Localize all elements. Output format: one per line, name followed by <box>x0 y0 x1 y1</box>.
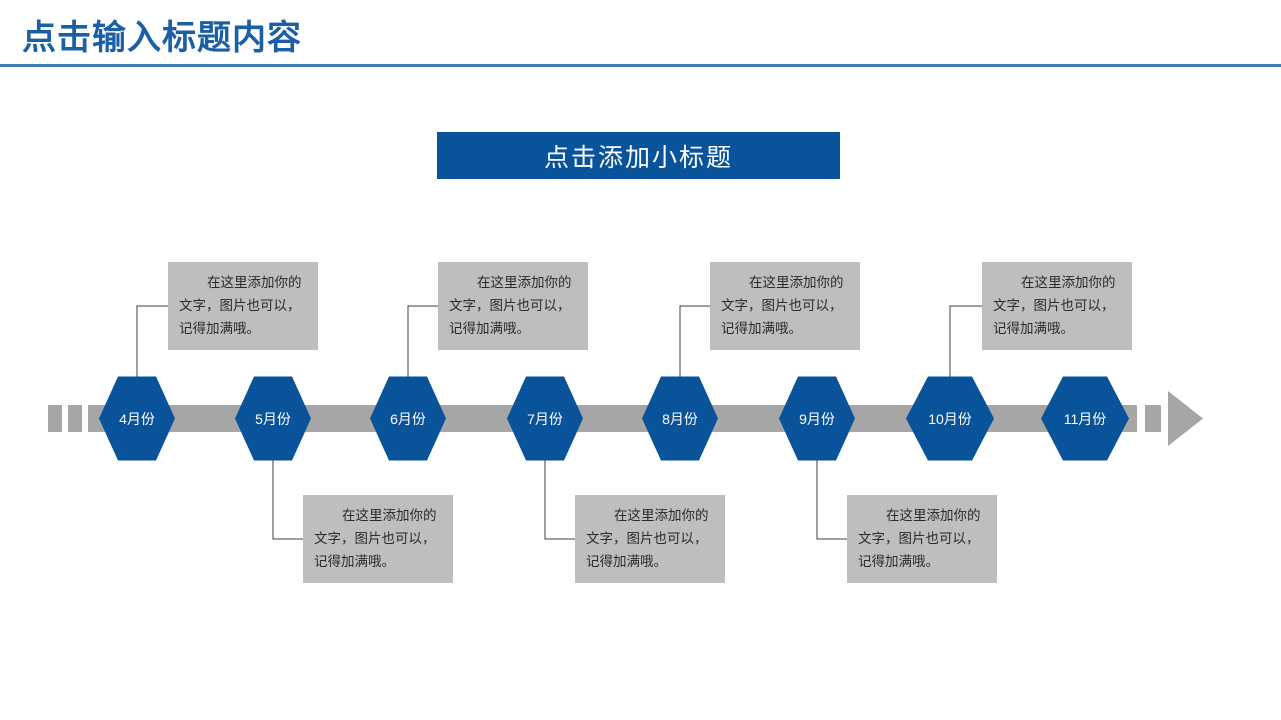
note-box-lower-2[interactable]: 在这里添加你的文字，图片也可以，记得加满哦。 <box>575 495 725 583</box>
connector-upper-3 <box>679 305 710 377</box>
milestone-hexagon-8月份[interactable] <box>642 376 718 461</box>
milestone-hexagons[interactable] <box>99 376 1129 461</box>
connector-lower-3 <box>816 460 847 540</box>
milestone-hexagon-7月份[interactable] <box>507 376 583 461</box>
note-box-lower-1[interactable]: 在这里添加你的文字，图片也可以，记得加满哦。 <box>303 495 453 583</box>
milestone-hexagon-11月份[interactable] <box>1041 376 1129 461</box>
bar-dash-left-1 <box>48 405 62 432</box>
connector-lower-2 <box>544 460 575 540</box>
milestone-hexagon-10月份[interactable] <box>906 376 994 461</box>
note-box-upper-4[interactable]: 在这里添加你的文字，图片也可以，记得加满哦。 <box>982 262 1132 350</box>
note-box-upper-3[interactable]: 在这里添加你的文字，图片也可以，记得加满哦。 <box>710 262 860 350</box>
note-box-upper-1[interactable]: 在这里添加你的文字，图片也可以，记得加满哦。 <box>168 262 318 350</box>
connector-upper-2 <box>407 305 438 377</box>
title-underline-rule <box>0 64 1281 67</box>
milestone-hexagon-4月份[interactable] <box>99 376 175 461</box>
connector-upper-4 <box>949 305 982 377</box>
timeline-arrow-bar <box>48 391 1203 446</box>
milestone-hexagon-9月份[interactable] <box>779 376 855 461</box>
bar-dash-left-2 <box>68 405 82 432</box>
page-title: 点击输入标题内容 <box>22 19 302 57</box>
note-box-lower-3[interactable]: 在这里添加你的文字，图片也可以，记得加满哦。 <box>847 495 997 583</box>
connector-upper-1 <box>136 305 168 377</box>
bar-arrow-head <box>1168 391 1203 446</box>
bar-dash-right-2 <box>1145 405 1161 432</box>
note-box-upper-2[interactable]: 在这里添加你的文字，图片也可以，记得加满哦。 <box>438 262 588 350</box>
connector-lines <box>136 305 982 540</box>
milestone-hexagon-6月份[interactable] <box>370 376 446 461</box>
milestone-hexagon-5月份[interactable] <box>235 376 311 461</box>
subtitle-banner[interactable]: 点击添加小标题 <box>437 132 840 179</box>
connector-lower-1 <box>272 460 303 540</box>
subtitle-banner-label: 点击添加小标题 <box>543 143 733 172</box>
